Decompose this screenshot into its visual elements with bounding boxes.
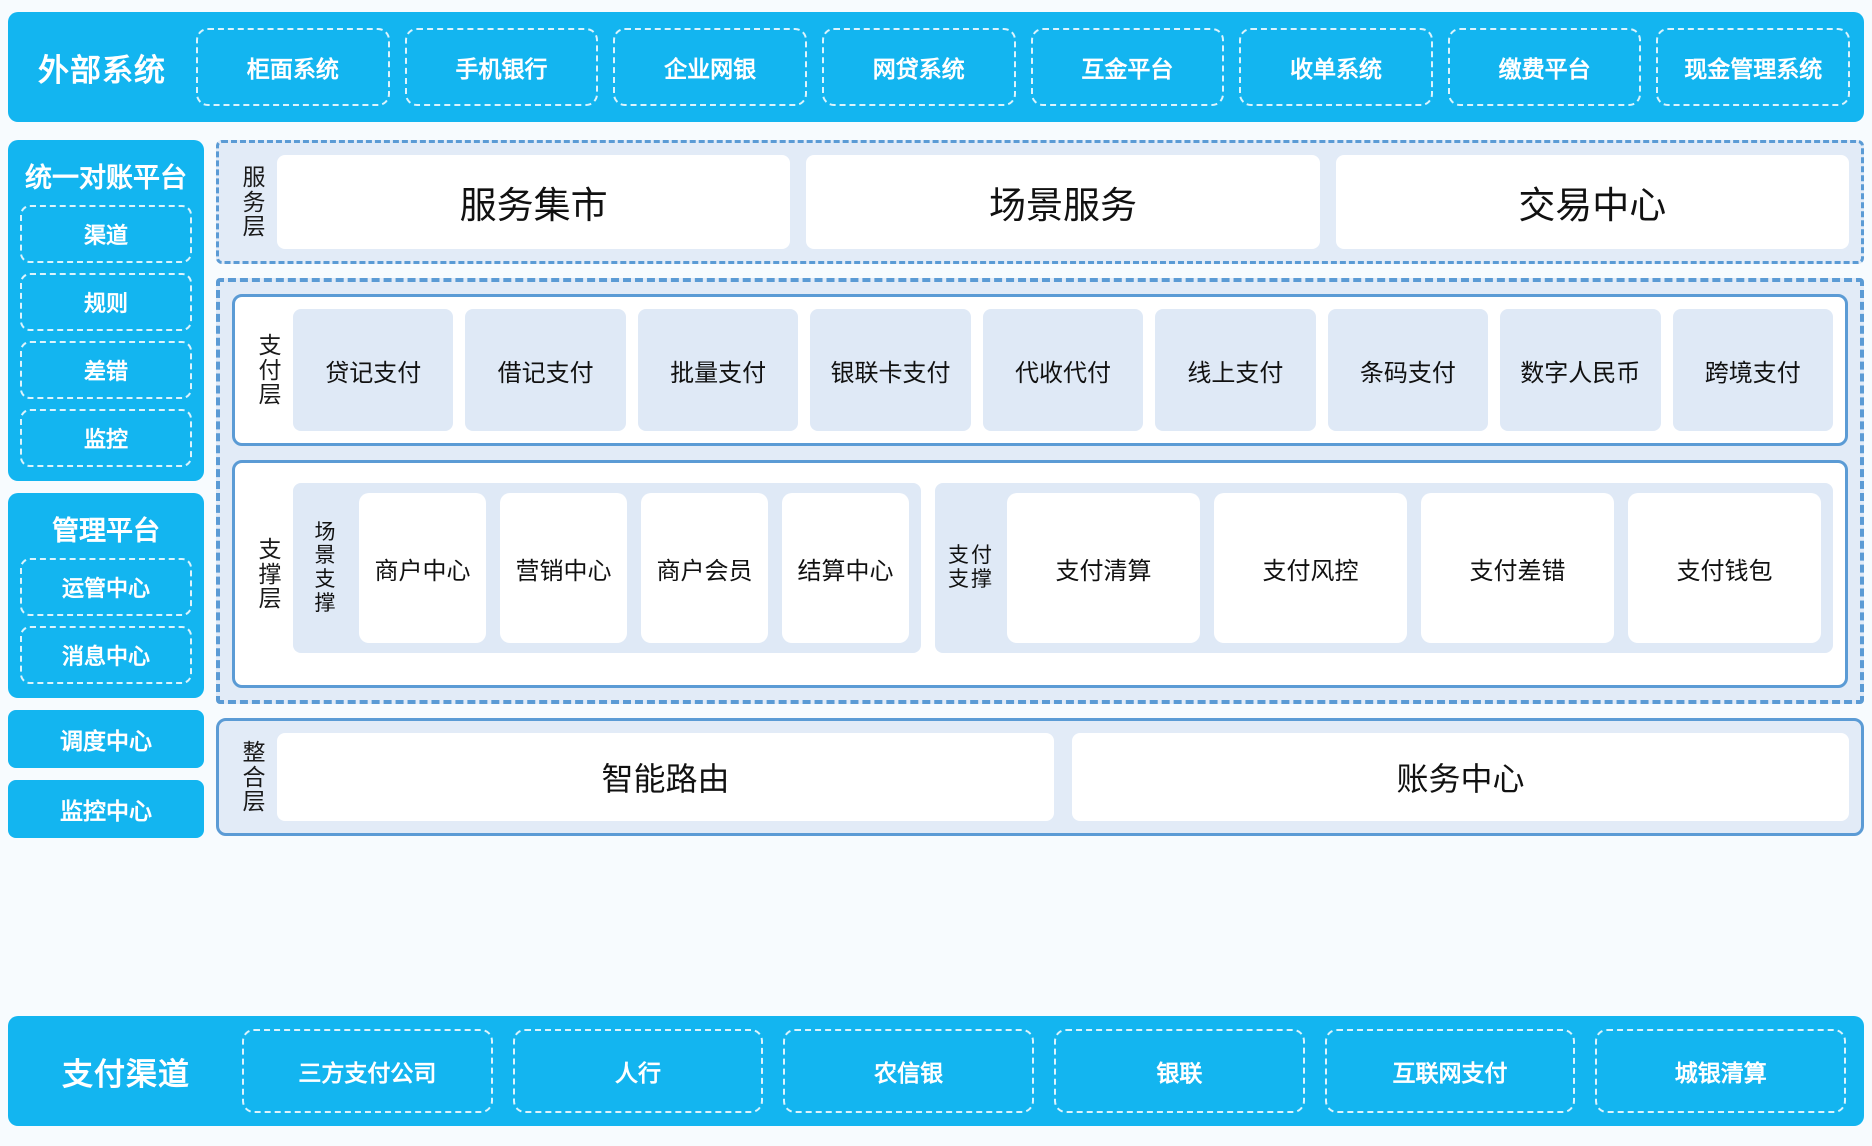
payment-support-label-char: 支 xyxy=(948,568,969,591)
integration-layer-card-list: 智能路由 账务中心 xyxy=(277,733,1849,821)
payment-channel-item[interactable]: 农信银 xyxy=(783,1029,1035,1113)
core-platform-outer-group: 支 付 层 贷记支付 借记支付 批量支付 银联卡支付 代收代付 线上支付 条码支… xyxy=(216,278,1864,704)
external-system-item[interactable]: 收单系统 xyxy=(1239,28,1433,106)
scenario-support-label-char: 景 xyxy=(314,544,336,568)
reconciliation-item-rule[interactable]: 规则 xyxy=(20,273,192,331)
payment-layer-group: 支 付 层 贷记支付 借记支付 批量支付 银联卡支付 代收代付 线上支付 条码支… xyxy=(232,294,1848,446)
external-system-item[interactable]: 缴费平台 xyxy=(1447,28,1642,106)
integration-layer-label: 整 合 层 xyxy=(231,733,277,821)
payment-channels-bar: 支付渠道 三方支付公司 人行 农信银 银联 互联网支付 城银清算 xyxy=(8,1016,1864,1126)
scenario-support-label-char: 撑 xyxy=(314,591,336,615)
payment-layer-label-char: 付 xyxy=(258,356,282,383)
reconciliation-item-error[interactable]: 差错 xyxy=(20,341,192,399)
payment-support-label-char: 支 xyxy=(948,544,969,568)
support-cell-payment-clearing[interactable]: 支付清算 xyxy=(1007,493,1200,643)
reconciliation-item-channel[interactable]: 渠道 xyxy=(20,205,192,263)
payment-cell-barcode[interactable]: 条码支付 xyxy=(1327,309,1489,431)
payment-layer-label: 支 付 层 xyxy=(247,309,293,431)
reconciliation-platform-panel: 统一对账平台 渠道 规则 差错 监控 xyxy=(8,140,204,481)
payment-cell-debit[interactable]: 借记支付 xyxy=(465,309,626,431)
left-sidebar: 统一对账平台 渠道 规则 差错 监控 管理平台 运管中心 消息中心 调度中心 监… xyxy=(8,140,204,850)
support-layer-label: 支 撑 层 xyxy=(247,475,293,673)
payment-cell-collection-payment[interactable]: 代收代付 xyxy=(982,309,1144,431)
payment-support-label: 支 付 支 撑 xyxy=(947,493,993,643)
reconciliation-platform-title: 统一对账平台 xyxy=(25,163,187,193)
service-card-marketplace[interactable]: 服务集市 xyxy=(277,155,791,249)
support-layer-label-char: 撑 xyxy=(258,560,282,587)
support-cell-payment-risk[interactable]: 支付风控 xyxy=(1214,493,1407,643)
payment-channel-item[interactable]: 城银清算 xyxy=(1595,1029,1847,1113)
support-layer-group: 支 撑 层 场 景 支 撑 商户中心 营销中心 xyxy=(232,460,1848,688)
support-cell-merchant-center[interactable]: 商户中心 xyxy=(359,493,486,643)
payment-layer-label-char: 支 xyxy=(258,332,282,359)
integration-card-smart-routing[interactable]: 智能路由 xyxy=(277,733,1054,821)
payment-channel-item[interactable]: 三方支付公司 xyxy=(242,1029,493,1113)
payment-support-group: 支 付 支 撑 支付清算 支付风控 支付差错 支付钱包 xyxy=(935,483,1833,653)
management-platform-title: 管理平台 xyxy=(52,516,160,546)
support-layer-label-char: 支 xyxy=(258,536,282,563)
main-architecture-stack: 服 务 层 服务集市 场景服务 交易中心 支 付 层 贷记支付 xyxy=(216,140,1864,836)
scenario-support-label-char: 场 xyxy=(314,520,336,544)
payment-layer-card-list: 贷记支付 借记支付 批量支付 银联卡支付 代收代付 线上支付 条码支付 数字人民… xyxy=(293,309,1833,431)
management-item-operations-center[interactable]: 运管中心 xyxy=(20,558,192,616)
support-cell-payment-error[interactable]: 支付差错 xyxy=(1421,493,1614,643)
payment-support-card-list: 支付清算 支付风控 支付差错 支付钱包 xyxy=(1007,493,1821,643)
external-systems-bar: 外部系统 柜面系统 手机银行 企业网银 网贷系统 互金平台 收单系统 缴费平台 … xyxy=(8,12,1864,122)
payment-cell-cross-border[interactable]: 跨境支付 xyxy=(1672,309,1833,431)
integration-layer-label-char: 层 xyxy=(242,788,266,815)
scenario-support-card-list: 商户中心 营销中心 商户会员 结算中心 xyxy=(359,493,909,643)
payment-support-label-char: 撑 xyxy=(971,568,992,591)
support-layer-subgroups: 场 景 支 撑 商户中心 营销中心 商户会员 结算中心 xyxy=(293,475,1833,673)
integration-card-accounting-center[interactable]: 账务中心 xyxy=(1072,733,1849,821)
integration-layer-label-char: 合 xyxy=(242,763,266,790)
external-system-item[interactable]: 柜面系统 xyxy=(196,28,390,106)
payment-cell-digital-rmb[interactable]: 数字人民币 xyxy=(1500,309,1661,431)
payment-channels-title: 支付渠道 xyxy=(62,1056,190,1092)
payment-channels-chip-list: 三方支付公司 人行 农信银 银联 互联网支付 城银清算 xyxy=(242,1029,1847,1113)
scenario-support-label: 场 景 支 撑 xyxy=(305,493,345,643)
external-system-item[interactable]: 手机银行 xyxy=(404,28,599,106)
external-system-item[interactable]: 网贷系统 xyxy=(821,28,1016,106)
support-cell-marketing-center[interactable]: 营销中心 xyxy=(500,493,627,643)
support-cell-payment-wallet[interactable]: 支付钱包 xyxy=(1628,493,1821,643)
payment-channel-item[interactable]: 银联 xyxy=(1054,1029,1305,1113)
management-item-message-center[interactable]: 消息中心 xyxy=(20,626,192,684)
payment-layer-label-char: 层 xyxy=(258,381,282,408)
payment-channel-item[interactable]: 人行 xyxy=(512,1029,764,1113)
reconciliation-item-monitor[interactable]: 监控 xyxy=(20,409,192,467)
management-platform-panel: 管理平台 运管中心 消息中心 xyxy=(8,493,204,698)
service-layer-label-char: 务 xyxy=(242,188,266,215)
service-layer-group: 服 务 层 服务集市 场景服务 交易中心 xyxy=(216,140,1864,264)
support-layer-label-char: 层 xyxy=(258,585,282,612)
service-layer-card-list: 服务集市 场景服务 交易中心 xyxy=(277,155,1849,249)
scenario-support-group: 场 景 支 撑 商户中心 营销中心 商户会员 结算中心 xyxy=(293,483,921,653)
monitoring-center-block[interactable]: 监控中心 xyxy=(8,780,204,838)
external-system-item[interactable]: 现金管理系统 xyxy=(1656,28,1850,106)
service-layer-label-char: 层 xyxy=(242,213,266,240)
external-systems-title: 外部系统 xyxy=(38,52,166,88)
service-layer-label-char: 服 xyxy=(242,164,266,191)
external-system-item[interactable]: 互金平台 xyxy=(1030,28,1225,106)
payment-channel-item[interactable]: 互联网支付 xyxy=(1324,1029,1576,1113)
support-cell-settlement-center[interactable]: 结算中心 xyxy=(782,493,909,643)
payment-cell-online[interactable]: 线上支付 xyxy=(1155,309,1316,431)
service-layer-label: 服 务 层 xyxy=(231,155,277,249)
payment-cell-credit[interactable]: 贷记支付 xyxy=(293,309,454,431)
scenario-support-label-char: 支 xyxy=(314,568,336,591)
external-systems-chip-list: 柜面系统 手机银行 企业网银 网贷系统 互金平台 收单系统 缴费平台 现金管理系… xyxy=(196,28,1850,106)
integration-layer-label-char: 整 xyxy=(242,739,266,766)
service-card-transaction-center[interactable]: 交易中心 xyxy=(1335,155,1849,249)
support-cell-merchant-member[interactable]: 商户会员 xyxy=(641,493,768,643)
integration-layer-group: 整 合 层 智能路由 账务中心 xyxy=(216,718,1864,836)
service-card-scenario[interactable]: 场景服务 xyxy=(806,155,1320,249)
payment-cell-batch[interactable]: 批量支付 xyxy=(637,309,799,431)
payment-cell-unionpay-card[interactable]: 银联卡支付 xyxy=(810,309,971,431)
external-system-item[interactable]: 企业网银 xyxy=(613,28,807,106)
payment-support-label-char: 付 xyxy=(971,544,992,568)
scheduling-center-block[interactable]: 调度中心 xyxy=(8,710,204,768)
